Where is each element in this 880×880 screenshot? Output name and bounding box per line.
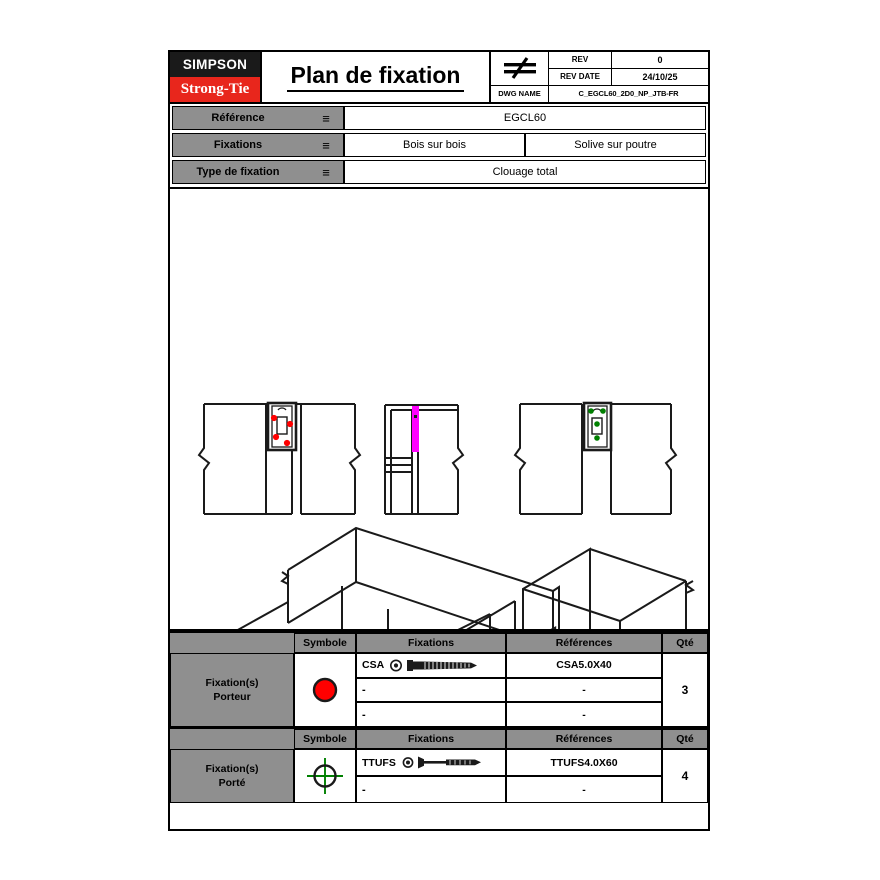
header-symbole: Symbole (294, 729, 356, 749)
dwg-name-label: DWG NAME (491, 85, 549, 102)
side-label-line2: Porté (218, 777, 246, 789)
rear-elevation-view (513, 401, 678, 515)
info-table: Référence ≡ EGCL60 Fixations ≡ Bois sur … (170, 104, 708, 184)
header-fixations: Fixations (356, 633, 506, 653)
drawing-area (170, 187, 708, 631)
symbol-cell-porte (294, 749, 356, 803)
info-label-fixations: Fixations (213, 139, 263, 151)
rev-label: REV (549, 52, 612, 68)
reference-cell: - (506, 776, 662, 803)
fixation-name: - (362, 708, 366, 721)
info-label-cell: Fixations ≡ (172, 133, 344, 157)
info-value-fixations-2: Solive sur poutre (525, 133, 706, 157)
title-block: SIMPSON Strong-Tie Plan de fixation REV (170, 52, 708, 104)
isometric-view-carrier (237, 526, 560, 629)
reference-cell: TTUFS4.0X60 (506, 749, 662, 776)
info-row-fixations: Fixations ≡ Bois sur bois Solive sur pou… (172, 133, 706, 157)
side-label-line2: Porteur (213, 691, 251, 703)
info-value-fixations-1: Bois sur bois (344, 133, 525, 157)
rev-date-value: 24/10/25 (642, 71, 678, 82)
info-row-type: Type de fixation ≡ Clouage total (172, 160, 706, 184)
info-label-cell: Référence ≡ (172, 106, 344, 130)
reference-cell: - (506, 702, 662, 728)
screw-icon (390, 659, 478, 672)
header-spacer (170, 633, 294, 653)
table-row: - - (356, 776, 662, 803)
fixation-cell: - (356, 677, 506, 703)
header-symbole: Symbole (294, 633, 356, 653)
simpson-strong-tie-logo: SIMPSON Strong-Tie (170, 52, 262, 102)
fixation-name: - (362, 684, 366, 696)
info-value-type: Clouage total (344, 160, 706, 184)
side-label-line1: Fixation(s) (205, 676, 259, 689)
side-label-line1: Fixation(s) (205, 762, 259, 775)
reference-cell: - (506, 677, 662, 703)
fixation-cell: - (356, 776, 506, 803)
info-label-cell: Type de fixation ≡ (172, 160, 344, 184)
symbol-cell-porteur (294, 653, 356, 727)
green-crosshair-circle-icon (307, 758, 343, 794)
logo-simpson-text: SIMPSON (170, 52, 260, 77)
fixation-table-porte: Symbole Fixations Références Qté Fixatio… (170, 727, 708, 803)
equals-icon: ≡ (322, 110, 330, 126)
side-label-porteur: Fixation(s) Porteur (170, 653, 294, 727)
header-spacer (170, 729, 294, 749)
nail-icon (402, 756, 481, 769)
fixation-table-header-row: Symbole Fixations Références Qté (170, 729, 708, 749)
table-row: - - (356, 702, 662, 728)
front-view-fastener-markers (270, 414, 294, 447)
info-label-type: Type de fixation (196, 166, 280, 178)
equals-icon: ≡ (322, 164, 330, 180)
red-filled-circle-icon (312, 677, 338, 703)
table-row: - - (356, 677, 662, 703)
not-equal-glyph (503, 57, 536, 80)
quantity-cell-porte: 4 (662, 749, 708, 803)
fixation-table-header-row: Symbole Fixations Références Qté (170, 633, 708, 653)
side-view-connector-marker (412, 406, 419, 452)
drawing-sheet: SIMPSON Strong-Tie Plan de fixation REV (168, 50, 710, 831)
sheet-title: Plan de fixation (262, 52, 491, 102)
side-section-view (384, 404, 465, 515)
fixation-name: - (362, 783, 366, 796)
isometric-view-supported (466, 547, 696, 629)
table-row: TTUFS (356, 749, 662, 776)
rev-date-label: REV DATE (549, 68, 612, 85)
fixation-cell: CSA (356, 653, 506, 678)
info-label-reference: Référence (211, 112, 265, 124)
iso-supported-connector (550, 626, 557, 629)
fixation-name: TTUFS (362, 756, 396, 769)
reference-cell: CSA5.0X40 (506, 653, 662, 678)
header-references: Références (506, 633, 662, 653)
revision-block: REV 0 REV DATE 24/10/25 DWG NAME C_EGCL6… (491, 52, 708, 102)
info-row-reference: Référence ≡ EGCL60 (172, 106, 706, 130)
table-row: CSA (356, 653, 662, 678)
fixation-cell: TTUFS (356, 749, 506, 776)
header-qte: Qté (662, 633, 708, 653)
logo-strongtie-text: Strong-Tie (170, 77, 260, 102)
dwg-name-value: C_EGCL60_2D0_NP_JTB-FR (578, 89, 679, 99)
technical-drawings (197, 401, 696, 629)
rear-view-fastener-markers (588, 408, 606, 441)
header-fixations: Fixations (356, 729, 506, 749)
info-value-reference: EGCL60 (344, 106, 706, 130)
header-qte: Qté (662, 729, 708, 749)
sheet-title-text: Plan de fixation (286, 62, 465, 92)
fixation-table-porteur: Symbole Fixations Références Qté Fixatio… (170, 631, 708, 728)
front-elevation-view (197, 401, 362, 515)
fixation-name: CSA (362, 659, 385, 672)
header-references: Références (506, 729, 662, 749)
fixation-cell: - (356, 702, 506, 728)
rev-value: 0 (657, 54, 663, 65)
quantity-cell-porteur: 3 (662, 653, 708, 727)
not-equal-icon (491, 52, 549, 85)
side-label-porte: Fixation(s) Porté (170, 749, 294, 803)
equals-icon: ≡ (322, 137, 330, 153)
